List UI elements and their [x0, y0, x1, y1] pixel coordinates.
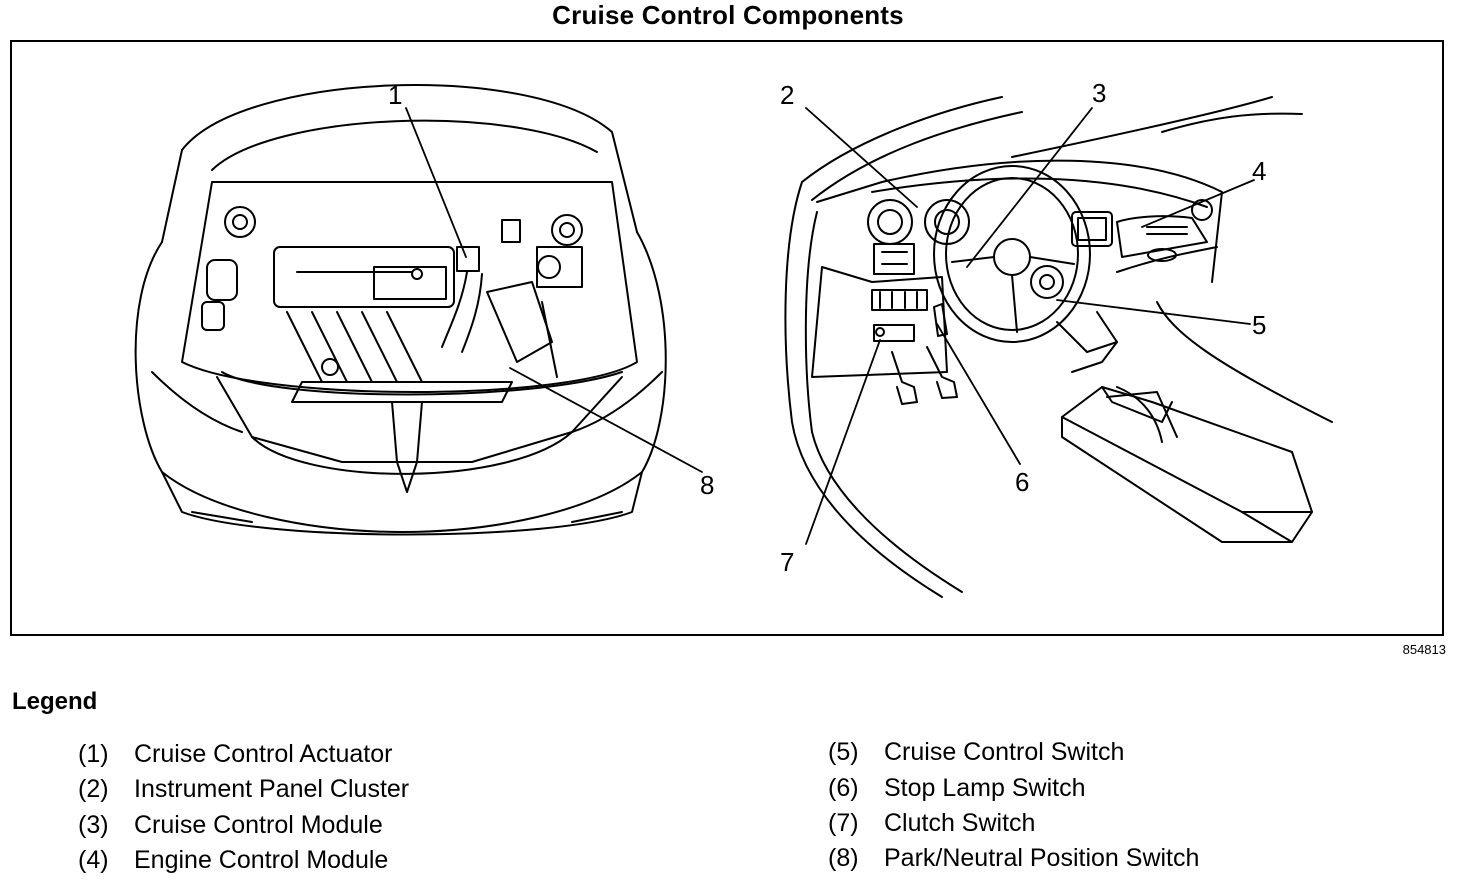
legend-number: (1): [78, 740, 109, 768]
dashboard-drawing: [784, 96, 1333, 598]
figure-number: 854813: [1402, 642, 1446, 657]
callout-3: 3: [1092, 78, 1106, 108]
legend-number: (6): [828, 774, 859, 802]
legend-heading: Legend: [12, 688, 98, 715]
callout-5: 5: [1252, 310, 1266, 340]
diagram-title: Cruise Control Components: [552, 0, 904, 30]
callout-1: 1: [388, 80, 402, 110]
callout-2: 2: [780, 80, 794, 110]
legend-number: (4): [78, 846, 109, 874]
legend-number: (7): [828, 809, 859, 837]
legend-label: Park/Neutral Position Switch: [884, 844, 1200, 872]
callout-8: 8: [700, 470, 714, 500]
callout-labels: 1 2 3 4 5 6 7 8: [388, 78, 1266, 577]
legend-number: (5): [828, 738, 859, 766]
legend-label: Clutch Switch: [884, 809, 1036, 837]
legend-label: Instrument Panel Cluster: [134, 775, 410, 803]
callout-4: 4: [1252, 156, 1266, 186]
legend-label: Cruise Control Module: [134, 811, 383, 839]
legend-label: Cruise Control Switch: [884, 738, 1125, 766]
illustration-frame: 1 2 3 4 5 6 7 8: [10, 40, 1444, 636]
legend-label: Stop Lamp Switch: [884, 774, 1086, 802]
components-illustration: 1 2 3 4 5 6 7 8: [134, 78, 1333, 598]
legend-number: (2): [78, 775, 109, 803]
callout-leader-lines: [405, 107, 1255, 545]
legend-number: (8): [828, 844, 859, 872]
engine-bay-drawing: [134, 84, 667, 536]
callout-6: 6: [1015, 467, 1029, 497]
callout-7: 7: [780, 547, 794, 577]
legend-number: (3): [78, 811, 109, 839]
legend-label: Cruise Control Actuator: [134, 740, 393, 768]
legend-label: Engine Control Module: [134, 846, 389, 874]
